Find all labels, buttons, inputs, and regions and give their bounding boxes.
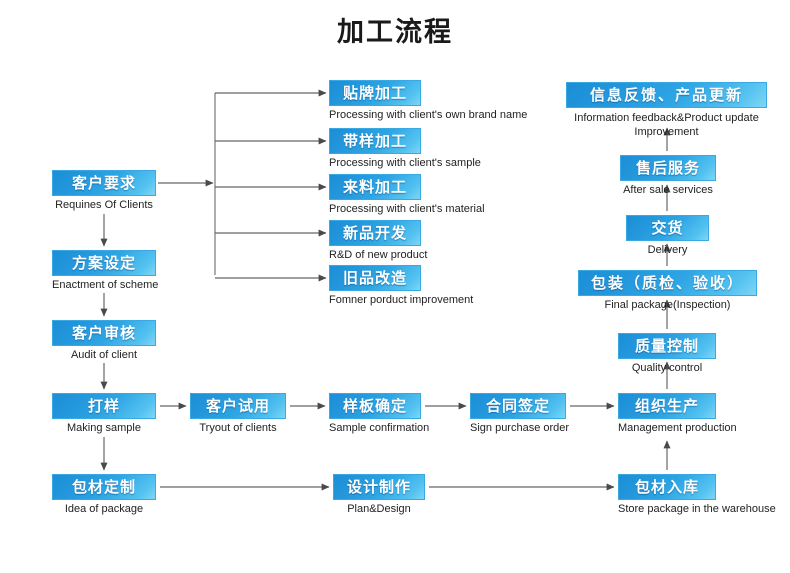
node-caption: Management production [618,422,737,434]
node-label: 包材定制 [52,474,156,500]
node-delivery[interactable]: 交货 Delivery [626,215,709,257]
node-tryout-of-clients[interactable]: 客户试用 Tryout of clients [190,393,286,435]
node-caption: Audit of client [70,349,138,361]
node-management-production[interactable]: 组织生产 Management production [618,393,737,435]
node-caption: Processing with client's own brand name [329,109,528,121]
node-plan-design[interactable]: 设计制作 Plan&Design [333,474,425,516]
node-label: 包材入库 [618,474,716,500]
node-quality-control[interactable]: 质量控制 Quality control [618,333,716,375]
node-client-requirements[interactable]: 客户要求 Requines Of Clients [52,170,156,212]
node-label: 新品开发 [329,220,421,246]
node-label: 贴牌加工 [329,80,421,106]
node-caption: Tryout of clients [199,422,277,434]
node-label: 旧品改造 [329,265,421,291]
node-caption: Requines Of Clients [55,199,153,211]
node-label: 设计制作 [333,474,425,500]
node-label: 售后服务 [620,155,716,181]
node-caption: Sign purchase order [470,422,570,434]
node-caption: Processing with client's sample [329,157,481,169]
node-sample-processing[interactable]: 带样加工 Processing with client's sample [329,128,481,170]
node-caption: Processing with client's material [329,203,485,215]
node-label: 质量控制 [618,333,716,359]
node-caption: Quality control [631,362,703,374]
node-caption: Information feedback&Product update Impr… [574,112,759,138]
node-caption: Delivery [647,244,688,256]
node-caption: Idea of package [64,503,144,515]
node-oem-processing[interactable]: 贴牌加工 Processing with client's own brand … [329,80,528,122]
node-caption: After sale services [623,184,713,196]
node-label: 交货 [626,215,709,241]
node-sign-purchase-order[interactable]: 合同签定 Sign purchase order [470,393,570,435]
node-label: 来料加工 [329,174,421,200]
node-label: 信息反馈、产品更新 [566,82,767,108]
node-caption: Plan&Design [347,503,411,515]
node-label: 带样加工 [329,128,421,154]
node-caption: Making sample [67,422,141,434]
node-after-sale-services[interactable]: 售后服务 After sale services [620,155,716,197]
node-label: 客户审核 [52,320,156,346]
node-caption: Fomner porduct improvement [329,294,474,306]
node-caption: Final package(Inspection) [604,299,731,311]
node-material-processing[interactable]: 来料加工 Processing with client's material [329,174,485,216]
node-caption: Store package in the warehouse [618,503,776,515]
node-making-sample[interactable]: 打样 Making sample [52,393,156,435]
node-information-feedback[interactable]: 信息反馈、产品更新 Information feedback&Product u… [566,82,767,139]
page-title: 加工流程 [337,17,453,48]
node-label: 样板确定 [329,393,421,419]
node-caption: Enactment of scheme [52,279,159,291]
node-new-product-rd[interactable]: 新品开发 R&D of new product [329,220,428,262]
node-store-package[interactable]: 包材入库 Store package in the warehouse [618,474,776,516]
node-label: 方案设定 [52,250,156,276]
node-caption: R&D of new product [329,249,428,261]
node-idea-of-package[interactable]: 包材定制 Idea of package [52,474,156,516]
node-final-package[interactable]: 包装（质检、验收） Final package(Inspection) [578,270,757,312]
node-label: 打样 [52,393,156,419]
node-enactment-of-scheme[interactable]: 方案设定 Enactment of scheme [52,250,159,292]
node-label: 客户要求 [52,170,156,196]
node-label: 组织生产 [618,393,716,419]
node-label: 合同签定 [470,393,566,419]
node-sample-confirmation[interactable]: 样板确定 Sample confirmation [329,393,430,435]
node-caption: Sample confirmation [329,422,430,434]
node-former-product-improvement[interactable]: 旧品改造 Fomner porduct improvement [329,265,474,307]
node-audit-of-client[interactable]: 客户审核 Audit of client [52,320,156,362]
node-label: 客户试用 [190,393,286,419]
node-label: 包装（质检、验收） [578,270,757,296]
